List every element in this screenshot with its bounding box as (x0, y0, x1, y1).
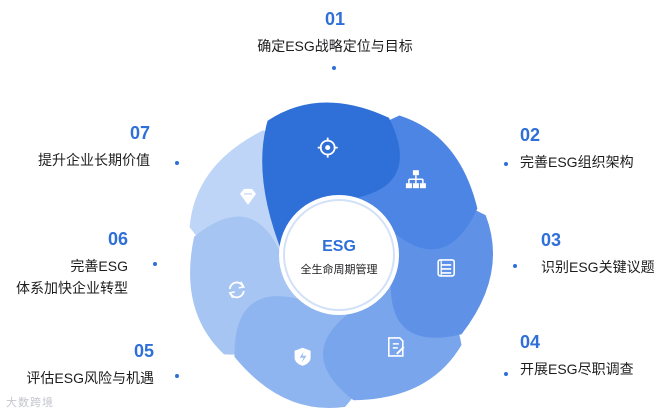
step-label: 完善ESG组织架构 (520, 154, 634, 170)
watermark: 大数跨境 (6, 397, 54, 409)
step-01: 01 确定ESG战略定位与目标 (240, 8, 430, 56)
step-number: 04 (520, 332, 541, 352)
list-icon (437, 259, 456, 277)
step-label: 完善ESG (70, 258, 128, 274)
step-number: 03 (541, 230, 562, 250)
petal-02 (304, 115, 478, 250)
step-05: 05 评估ESG风险与机遇 (4, 340, 154, 388)
step-number: 07 (129, 123, 150, 143)
center-title: ESG (322, 238, 356, 255)
connector-dot (504, 162, 508, 166)
step-label-line2: 体系加快企业转型 (16, 280, 128, 296)
step-label: 确定ESG战略定位与目标 (257, 38, 413, 54)
connector-dot (175, 161, 179, 165)
center-circle (279, 195, 399, 315)
center-subtitle: 全生命周期管理 (300, 264, 378, 276)
step-07: 07 提升企业长期价值 (4, 122, 150, 170)
step-number: 06 (107, 229, 128, 249)
connector-dot (175, 374, 179, 378)
step-number: 05 (133, 341, 154, 361)
connector-dot (513, 264, 517, 268)
step-number: 01 (324, 9, 346, 29)
step-label: 开展ESG尽职调查 (520, 361, 634, 377)
shield-icon (294, 347, 311, 366)
step-label: 识别ESG关键议题 (541, 259, 655, 275)
center-ring (283, 199, 395, 311)
org-chart-icon (405, 170, 426, 189)
connector-dot (153, 262, 157, 266)
target-icon (317, 137, 338, 158)
step-03: 03 识别ESG关键议题 (541, 229, 655, 277)
step-04: 04 开展ESG尽职调查 (520, 331, 634, 379)
connector-dot (504, 372, 508, 376)
step-06: 06 完善ESG 体系加快企业转型 (4, 228, 128, 298)
step-02: 02 完善ESG组织架构 (520, 124, 634, 172)
diamond-icon (240, 188, 256, 205)
step-label: 提升企业长期价值 (38, 152, 150, 168)
connector-dot (332, 66, 336, 70)
step-label: 评估ESG风险与机遇 (26, 370, 154, 386)
document-edit-icon (387, 337, 405, 357)
step-number: 02 (520, 125, 541, 145)
refresh-icon (228, 281, 246, 299)
